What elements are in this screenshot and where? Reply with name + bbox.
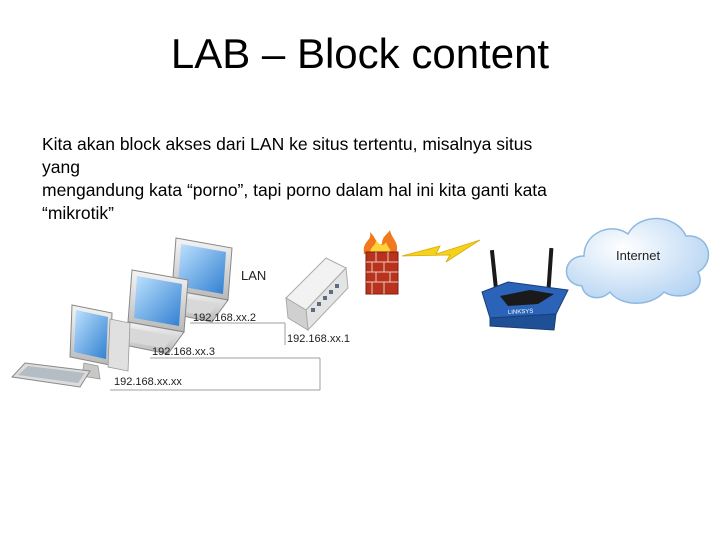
firewall-icon [363, 230, 399, 295]
paragraph-line: mengandung kata “porno”, tapi porno dala… [42, 180, 547, 200]
lightning-link-icon [401, 239, 481, 263]
slide-paragraph: Kita akan block akses dari LAN ke situs … [42, 133, 662, 225]
paragraph-line: yang [42, 157, 80, 177]
mikrotik-router-icon [285, 257, 349, 332]
internet-cloud-icon [565, 217, 710, 304]
slide-title: LAB – Block content [170, 30, 550, 77]
ip-label-laptop-top: 192.168.xx.2 [193, 312, 256, 324]
ip-label-router: 192.168.xx.1 [287, 333, 350, 345]
internet-label: Internet [616, 248, 660, 263]
paragraph-line: Kita akan block akses dari LAN ke situs … [42, 134, 533, 154]
wireless-router-icon: LINKSYS [481, 247, 569, 331]
lan-label: LAN [241, 268, 266, 283]
ip-label-laptop-mid: 192.168.xx.3 [152, 346, 215, 358]
lan-connection-lines [110, 322, 321, 391]
paragraph-line: “mikrotik” [42, 203, 114, 223]
ip-label-desktop: 192.168.xx.xx [114, 376, 182, 388]
router-brand-label: LINKSYS [508, 309, 534, 316]
desktop-computer-icon [10, 304, 131, 388]
